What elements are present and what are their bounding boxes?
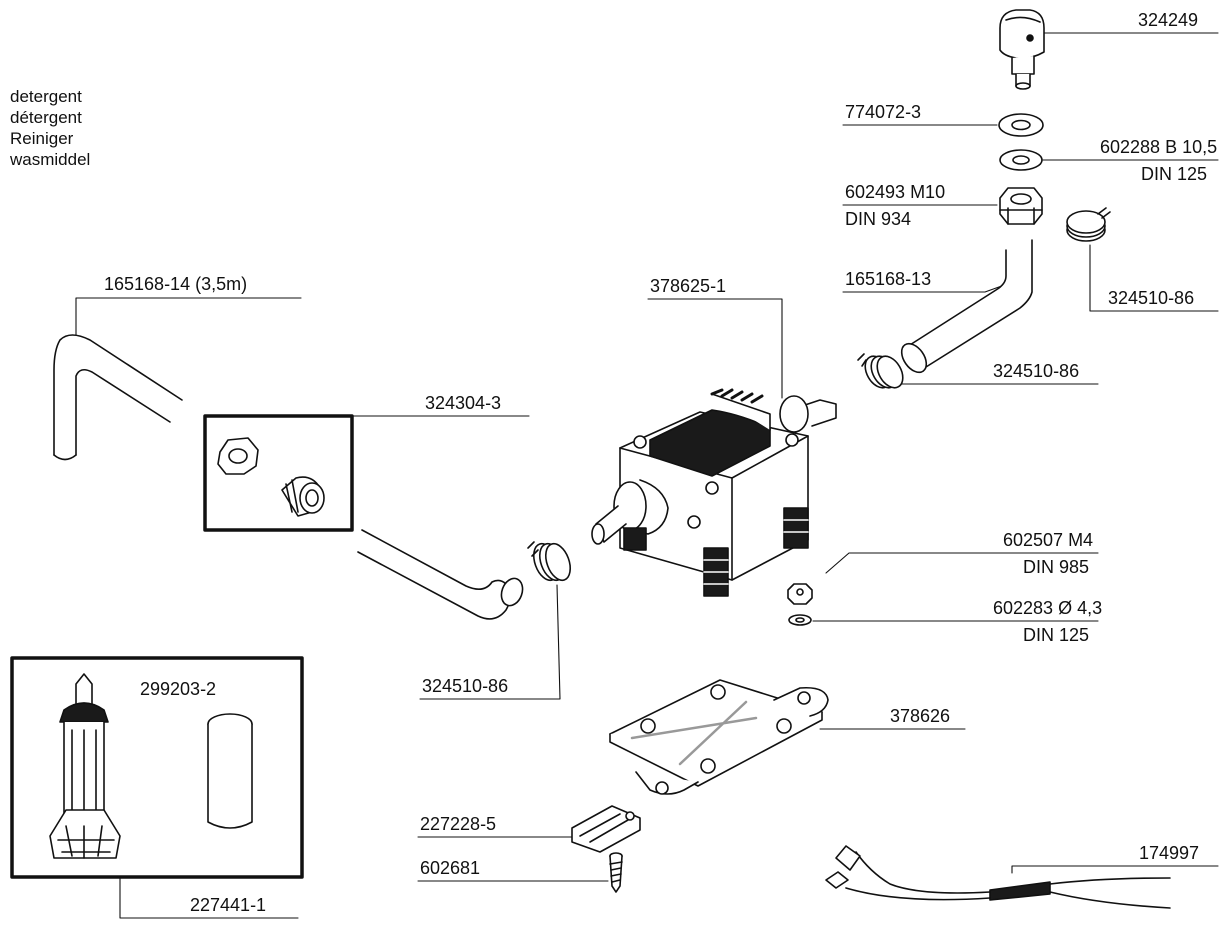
part-label-602283: 602283 Ø 4,3 (993, 598, 1103, 618)
part-label-324510-86-lower: 324510-86 (422, 676, 509, 696)
part-label-324249: 324249 (1138, 10, 1199, 30)
spring-clip-324510-86-b (857, 353, 904, 389)
fitting-kit-324304-3 (203, 414, 354, 532)
part-label-227228-5: 227228-5 (420, 814, 497, 834)
part-label-324510-86-mid: 324510-86 (993, 361, 1080, 381)
detergent-title: detergent détergent Reiniger wasmiddel (10, 86, 90, 170)
screw-602681 (609, 852, 623, 893)
part-label-602288-std: DIN 125 (1141, 164, 1208, 184)
washer-602283 (788, 614, 812, 626)
part-label-602493: 602493 M10 (845, 182, 946, 202)
pump-378625-1 (591, 388, 837, 597)
clip-227228-5 (571, 805, 641, 853)
part-label-299203-2: 299203-2 (140, 679, 217, 699)
part-label-165168-13: 165168-13 (845, 269, 932, 289)
hose-165168-13 (900, 239, 1033, 374)
knob-cap-324249 (999, 9, 1045, 90)
nut-602507 (787, 583, 813, 605)
washer-602288 (999, 149, 1043, 171)
title-line-en: detergent (10, 87, 82, 106)
nut-602493 (999, 187, 1043, 225)
leader-lines (75, 32, 1219, 919)
spring-clip-324510-86-c (527, 541, 572, 582)
part-label-174997: 174997 (1139, 843, 1200, 863)
part-label-602507: 602507 M4 (1003, 530, 1094, 550)
title-line-nl: wasmiddel (10, 150, 91, 169)
part-label-602288: 602288 B 10,5 (1100, 137, 1218, 157)
part-label-165168-14: 165168-14 (3,5m) (104, 274, 248, 294)
part-label-602283-std: DIN 125 (1023, 625, 1090, 645)
part-label-602493-std: DIN 934 (845, 209, 912, 229)
title-line-de: Reiniger (10, 129, 74, 148)
part-label-602507-std: DIN 985 (1023, 557, 1090, 577)
washer-774072-3 (998, 113, 1044, 137)
cable-174997 (825, 845, 1171, 909)
part-label-602681: 602681 (420, 858, 481, 878)
title-line-fr: détergent (10, 108, 82, 127)
strainer-kit-227441-1 (10, 656, 304, 879)
spring-clip-324510-86-a (1066, 207, 1111, 242)
part-label-227441-1: 227441-1 (190, 895, 267, 915)
part-label-324304-3: 324304-3 (425, 393, 502, 413)
mounting-plate-378626 (609, 679, 829, 795)
hose-165168-14 (53, 334, 524, 620)
part-label-378626: 378626 (890, 706, 951, 726)
part-label-378625-1: 378625-1 (650, 276, 727, 296)
part-label-324510-86-right: 324510-86 (1108, 288, 1195, 308)
part-label-774072-3: 774072-3 (845, 102, 922, 122)
